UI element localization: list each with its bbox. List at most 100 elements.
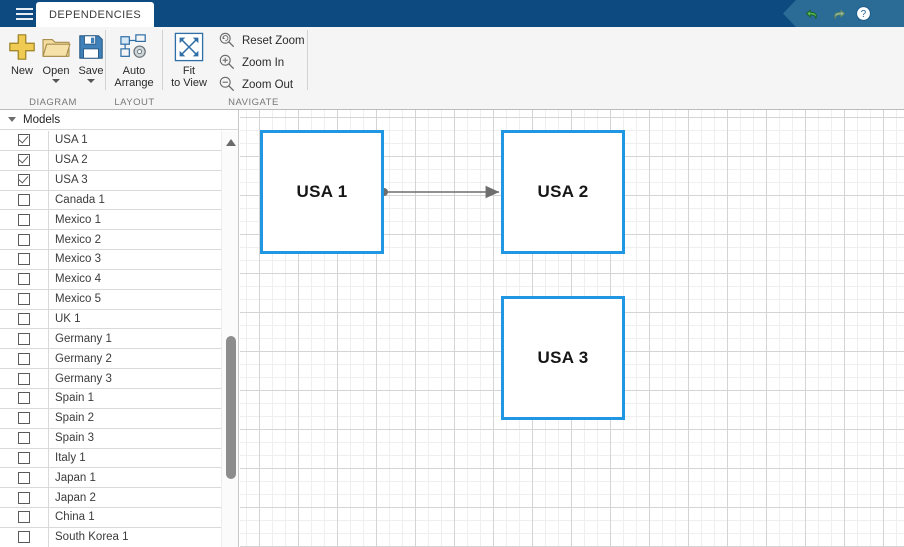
- zoom-in-button[interactable]: Zoom In: [216, 52, 284, 74]
- list-item[interactable]: Germany 3: [0, 369, 221, 389]
- checkbox-checked[interactable]: [18, 154, 30, 167]
- scrollbar-thumb[interactable]: [226, 336, 236, 479]
- checkbox-unchecked[interactable]: [18, 293, 30, 306]
- checkbox-unchecked[interactable]: [18, 471, 30, 484]
- list-item[interactable]: Mexico 5: [0, 289, 221, 310]
- save-button[interactable]: Save: [69, 29, 113, 83]
- checkbox-cell[interactable]: [0, 329, 49, 349]
- list-item[interactable]: Spain 1: [0, 388, 221, 409]
- list-item[interactable]: Mexico 2: [0, 230, 221, 251]
- checkbox-unchecked[interactable]: [18, 531, 30, 544]
- checkbox-unchecked[interactable]: [18, 511, 30, 524]
- checkbox-cell[interactable]: [0, 428, 49, 448]
- list-item-label: Germany 1: [55, 332, 112, 345]
- open-button[interactable]: Open: [34, 29, 78, 83]
- models-header[interactable]: Models: [0, 110, 238, 130]
- list-item-label: Mexico 2: [55, 233, 102, 246]
- checkbox-cell[interactable]: [0, 190, 49, 210]
- list-item[interactable]: USA 2: [0, 150, 221, 171]
- floppy-disk-icon: [69, 29, 113, 65]
- checkbox-cell[interactable]: [0, 369, 49, 388]
- checkbox-cell[interactable]: [0, 150, 49, 170]
- checkbox-unchecked[interactable]: [18, 372, 30, 385]
- diagram-node-usa2[interactable]: USA 2: [501, 130, 625, 254]
- checkbox-unchecked[interactable]: [18, 273, 30, 286]
- checkbox-cell[interactable]: [0, 349, 49, 369]
- list-item[interactable]: Japan 1: [0, 468, 221, 489]
- checkbox-cell[interactable]: [0, 309, 49, 329]
- checkbox-cell[interactable]: [0, 170, 49, 190]
- folder-icon: [34, 29, 78, 65]
- zoom-out-button[interactable]: Zoom Out: [216, 74, 293, 96]
- list-item-label: Mexico 3: [55, 253, 102, 266]
- ribbon-separator: [307, 30, 308, 90]
- list-item-label: UK 1: [55, 313, 81, 326]
- ribbon-group-navigate-label: NAVIGATE: [228, 97, 279, 108]
- hamburger-menu-icon[interactable]: [10, 5, 38, 23]
- list-item[interactable]: Germany 1: [0, 329, 221, 350]
- checkbox-unchecked[interactable]: [18, 332, 30, 345]
- new-button[interactable]: New: [0, 29, 44, 77]
- checkbox-cell[interactable]: [0, 508, 49, 527]
- diagram-node-label: USA 3: [537, 348, 589, 367]
- reset-zoom-button[interactable]: Reset Zoom: [216, 30, 305, 52]
- checkbox-unchecked[interactable]: [18, 451, 30, 464]
- checkbox-unchecked[interactable]: [18, 233, 30, 246]
- checkbox-unchecked[interactable]: [18, 491, 30, 504]
- list-item[interactable]: Canada 1: [0, 190, 221, 211]
- diagram-node-usa3[interactable]: USA 3: [501, 296, 625, 420]
- checkbox-unchecked[interactable]: [18, 392, 30, 405]
- checkbox-unchecked[interactable]: [18, 412, 30, 425]
- checkbox-cell[interactable]: [0, 488, 49, 508]
- checkbox-unchecked[interactable]: [18, 352, 30, 365]
- list-item[interactable]: Japan 2: [0, 488, 221, 509]
- list-item-label: USA 2: [55, 154, 88, 167]
- checkbox-cell[interactable]: [0, 448, 49, 468]
- checkbox-cell[interactable]: [0, 269, 49, 289]
- list-item[interactable]: Germany 2: [0, 349, 221, 370]
- redo-icon[interactable]: [829, 5, 848, 23]
- list-item[interactable]: South Korea 1: [0, 527, 221, 547]
- checkbox-unchecked[interactable]: [18, 313, 30, 326]
- list-item[interactable]: USA 3: [0, 170, 221, 191]
- chevron-down-icon[interactable]: [52, 79, 60, 83]
- checkbox-cell[interactable]: [0, 131, 49, 150]
- list-item[interactable]: Spain 2: [0, 408, 221, 429]
- diagram-node-usa1[interactable]: USA 1: [260, 130, 384, 254]
- undo-icon[interactable]: [803, 5, 822, 23]
- checkbox-cell[interactable]: [0, 230, 49, 250]
- diagram-canvas[interactable]: USA 1 USA 2 USA 3: [240, 110, 904, 547]
- help-icon[interactable]: ?: [855, 5, 872, 22]
- checkbox-cell[interactable]: [0, 210, 49, 230]
- checkbox-unchecked[interactable]: [18, 432, 30, 445]
- checkbox-cell[interactable]: [0, 250, 49, 269]
- checkbox-unchecked[interactable]: [18, 213, 30, 226]
- checkbox-cell[interactable]: [0, 388, 49, 408]
- checkbox-cell[interactable]: [0, 408, 49, 428]
- models-tree-scrollbar[interactable]: [221, 131, 238, 547]
- checkbox-checked[interactable]: [18, 174, 30, 187]
- tab-dependencies[interactable]: DEPENDENCIES: [36, 2, 155, 27]
- checkbox-cell[interactable]: [0, 527, 49, 547]
- checkbox-cell[interactable]: [0, 468, 49, 488]
- checkbox-unchecked[interactable]: [18, 193, 30, 206]
- list-item[interactable]: China 1: [0, 508, 221, 528]
- list-item[interactable]: Spain 3: [0, 428, 221, 449]
- list-item[interactable]: Italy 1: [0, 448, 221, 469]
- list-item[interactable]: Mexico 3: [0, 250, 221, 270]
- list-item[interactable]: Mexico 4: [0, 269, 221, 290]
- checkbox-cell[interactable]: [0, 289, 49, 309]
- list-item[interactable]: Mexico 1: [0, 210, 221, 231]
- list-item[interactable]: UK 1: [0, 309, 221, 330]
- chevron-down-icon[interactable]: [8, 117, 16, 122]
- fit-to-view-button[interactable]: Fit to View: [165, 29, 213, 89]
- chevron-down-icon[interactable]: [87, 79, 95, 83]
- list-item[interactable]: USA 1: [0, 131, 221, 151]
- scroll-up-arrow-icon[interactable]: [226, 139, 236, 146]
- auto-arrange-button[interactable]: Auto Arrange: [110, 29, 158, 89]
- checkbox-checked[interactable]: [18, 134, 30, 147]
- checkbox-unchecked[interactable]: [18, 253, 30, 266]
- ribbon-group-diagram-label: DIAGRAM: [29, 97, 77, 108]
